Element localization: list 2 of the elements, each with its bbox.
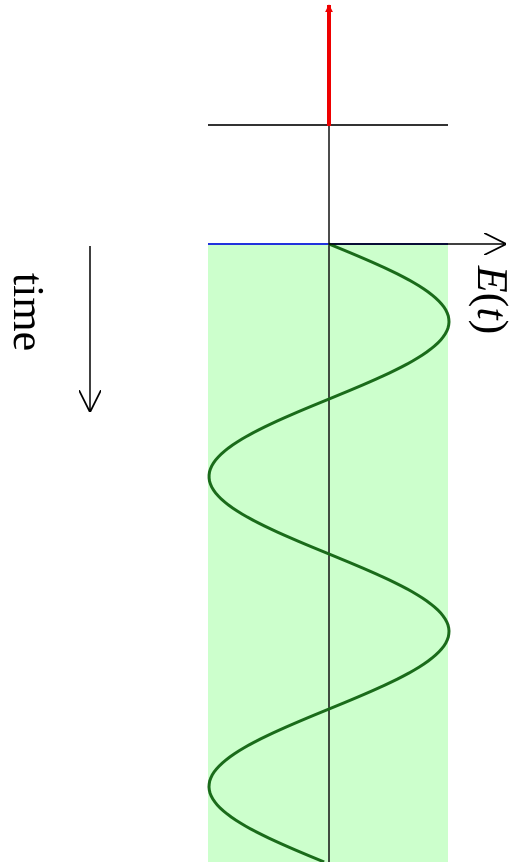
axis-label: time xyxy=(6,272,50,352)
axis-label: E(t) xyxy=(470,266,514,334)
